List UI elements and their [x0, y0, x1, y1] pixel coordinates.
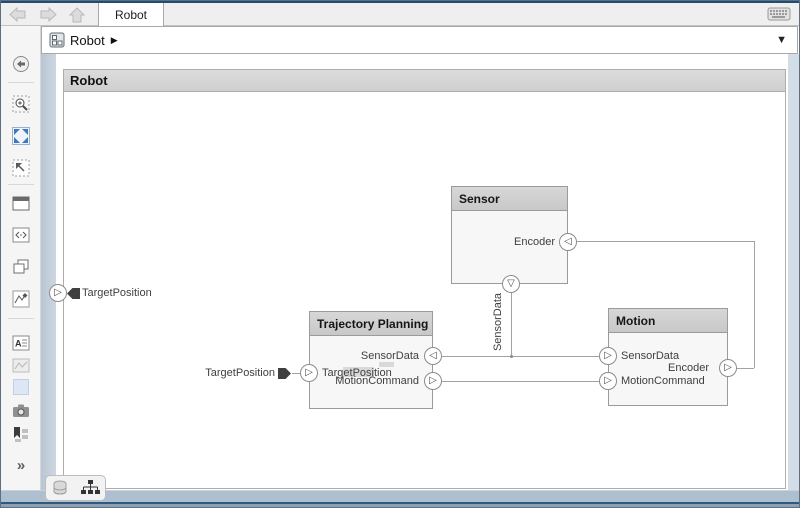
signal-lines-icon[interactable] [9, 287, 33, 311]
connector-encoder-right[interactable] [754, 241, 755, 368]
screenshot-icon[interactable] [9, 398, 33, 422]
port-label-tp-motioncommand[interactable]: MotionCommand [335, 375, 419, 387]
image-icon[interactable] [9, 353, 33, 377]
data-dictionary-icon[interactable] [51, 479, 69, 497]
frame-header: Robot [64, 70, 785, 92]
signal-tag-right-icon[interactable] [278, 368, 291, 379]
code-view-icon[interactable] [9, 223, 33, 247]
port-in-icon: ▷ [54, 287, 62, 298]
tab-bar: Robot [1, 3, 799, 26]
port-out-icon: ▷ [724, 362, 732, 373]
component-trajectory-planning-header[interactable]: Trajectory Planning [310, 312, 432, 336]
back-arrow-icon[interactable] [9, 6, 27, 23]
palette-divider [8, 184, 34, 185]
component-motion-header[interactable]: Motion [609, 309, 727, 333]
copy-view-icon[interactable] [9, 255, 33, 279]
connector-motioncommand[interactable] [442, 381, 599, 382]
breadcrumb-expand-icon[interactable]: ▶ [110, 34, 118, 45]
edit-highlight-artifact [343, 367, 374, 377]
port-in-icon: ▷ [604, 375, 612, 386]
forward-arrow-icon[interactable] [39, 6, 57, 23]
port-sensor-sensordata[interactable]: ▽ [502, 275, 520, 293]
zoom-to-region-icon[interactable] [9, 92, 33, 116]
statusbar-badge [45, 475, 106, 501]
fit-to-view-icon[interactable] [9, 124, 33, 148]
port-motion-encoder[interactable]: ▷ [719, 359, 737, 377]
canvas-left-gutter [41, 54, 56, 491]
open-window-icon[interactable] [9, 192, 33, 216]
port-motion-motioncommand[interactable]: ▷ [599, 372, 617, 390]
annotation-icon[interactable]: A [9, 331, 33, 355]
breadcrumb-model[interactable]: Robot [70, 32, 105, 48]
bottom-accent-line [1, 502, 799, 504]
architecture-frame-robot[interactable]: Robot [63, 69, 786, 489]
tool-palette: A » [1, 26, 41, 491]
signal-tag-left-icon[interactable] [67, 288, 80, 299]
bottom-scroll-band[interactable] [1, 490, 799, 502]
component-trajectory-planning-title: Trajectory Planning [317, 316, 429, 331]
port-label-tp-targetposition[interactable]: TargetPosition [322, 367, 392, 379]
boundary-port-label[interactable]: TargetPosition [82, 287, 152, 299]
tab-label: Robot [114, 7, 148, 22]
port-motion-sensordata[interactable]: ▷ [599, 347, 617, 365]
palette-divider [8, 318, 34, 319]
window-top-accent [1, 1, 799, 3]
breadcrumb-dropdown-icon[interactable]: ▼ [776, 34, 787, 46]
port-tp-motioncommand[interactable]: ▷ [424, 372, 442, 390]
port-in-icon: ◁ [564, 236, 572, 247]
viewmarks-icon[interactable] [9, 422, 33, 446]
component-sensor[interactable]: Sensor [451, 186, 568, 284]
port-out-icon: ▷ [429, 375, 437, 386]
port-label-tp-sensordata[interactable]: SensorData [360, 350, 419, 362]
edit-highlight-artifact [379, 362, 394, 367]
boundary-port-targetposition[interactable]: ▷ [49, 284, 67, 302]
component-trajectory-planning[interactable]: Trajectory Planning [309, 311, 433, 409]
more-tools-icon[interactable]: » [16, 456, 26, 474]
port-label-motion-encoder[interactable]: Encoder [668, 362, 709, 374]
port-label-sensor-encoder[interactable]: Encoder [514, 236, 555, 248]
canvas-right-scrollgutter[interactable] [788, 54, 799, 491]
tab-robot[interactable]: Robot [98, 3, 164, 26]
area-icon[interactable] [9, 375, 33, 399]
connector-sensordata-vertical[interactable] [511, 293, 512, 356]
bottom-edge [1, 504, 799, 507]
connector-encoder-stub[interactable] [737, 368, 754, 369]
zoom-to-selection-icon[interactable] [9, 156, 33, 180]
breadcrumb: Robot ▶ ▼ [41, 26, 798, 54]
svg-text:A: A [15, 339, 22, 349]
port-sensor-encoder[interactable]: ◁ [559, 233, 577, 251]
port-tp-targetposition[interactable]: ▷ [300, 364, 318, 382]
connector-label-sensordata[interactable]: SensorData [492, 292, 504, 352]
source-port-label[interactable]: TargetPosition [205, 367, 275, 379]
port-in-icon: ▷ [604, 350, 612, 361]
connector-targetposition-stub[interactable] [292, 373, 301, 374]
port-label-motion-motioncommand[interactable]: MotionCommand [621, 375, 705, 387]
connector-sensordata-horizontal[interactable] [442, 356, 599, 357]
port-in-icon: ◁ [429, 350, 437, 361]
navigate-back-icon[interactable] [9, 52, 33, 76]
frame-title: Robot [70, 73, 108, 88]
port-in-icon: ▷ [305, 367, 313, 378]
connector-encoder-top[interactable] [576, 241, 754, 242]
keyboard-icon[interactable] [767, 7, 791, 26]
component-motion-title: Motion [616, 313, 656, 328]
component-sensor-title: Sensor [459, 191, 500, 206]
model-hierarchy-icon[interactable] [80, 479, 100, 497]
up-arrow-icon[interactable] [68, 7, 87, 23]
connector-junction-dot [510, 355, 513, 358]
component-motion[interactable]: Motion [608, 308, 728, 406]
architecture-model-icon [49, 32, 65, 48]
port-down-icon: ▽ [507, 278, 515, 289]
port-tp-sensordata[interactable]: ◁ [424, 347, 442, 365]
palette-divider [8, 82, 34, 83]
component-sensor-header[interactable]: Sensor [452, 187, 567, 211]
port-label-motion-sensordata[interactable]: SensorData [621, 350, 680, 362]
